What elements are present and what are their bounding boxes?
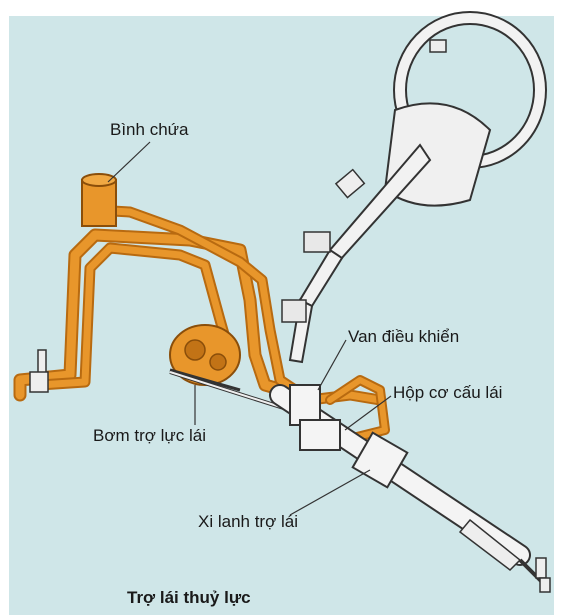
label-reservoir: Bình chứa <box>110 121 188 138</box>
label-steering-gearbox: Hộp cơ cấu lái <box>393 384 502 401</box>
mounting-bracket <box>30 350 48 392</box>
reservoir <box>82 174 116 226</box>
label-control-valve: Van điều khiển <box>348 328 459 345</box>
label-power-pump: Bơm trợ lực lái <box>93 427 206 444</box>
power-steering-pump <box>170 325 240 390</box>
diagram-caption: Trợ lái thuỷ lực <box>127 589 251 606</box>
steering-rack <box>170 372 550 592</box>
label-power-cylinder: Xi lanh trợ lái <box>198 513 298 530</box>
